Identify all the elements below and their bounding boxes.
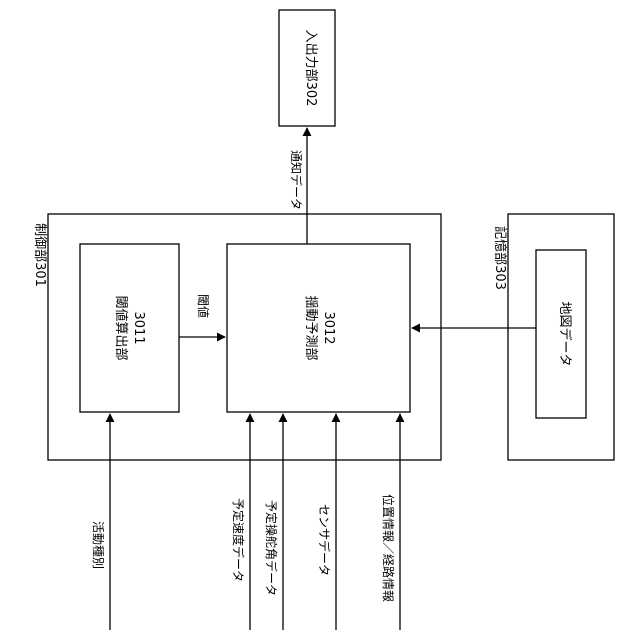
storage-unit-box (507, 213, 615, 461)
sensor-label: センサデータ (317, 504, 332, 576)
sway-prediction-title: 揺動予測部 (303, 295, 318, 360)
threshold-label: 閾値 (196, 294, 211, 318)
threshold-calc-box (79, 243, 180, 413)
map-data-label: 地図データ (557, 301, 573, 366)
activity-type-label: 活動種別 (91, 521, 105, 569)
control-unit-label: 制御部301 (32, 223, 47, 287)
position-route-label: 位置情報／経路情報 (381, 494, 396, 602)
io-unit-label: 入出力部302 (303, 30, 318, 107)
sway-prediction-id: 3012 (321, 311, 336, 344)
control-unit-box (47, 213, 442, 461)
io-unit-box (278, 9, 336, 127)
planned-speed-label: 予定速度データ (231, 498, 246, 582)
threshold-calc-title: 閾値算出部 (113, 295, 129, 360)
planned-steering-label: 予定操舵角データ (264, 500, 279, 596)
map-data-box (535, 249, 587, 419)
threshold-calc-id: 3011 (131, 311, 146, 344)
sway-prediction-box (226, 243, 411, 413)
notification-label: 通知データ (289, 150, 304, 210)
storage-unit-label: 記憶部303 (492, 226, 508, 290)
